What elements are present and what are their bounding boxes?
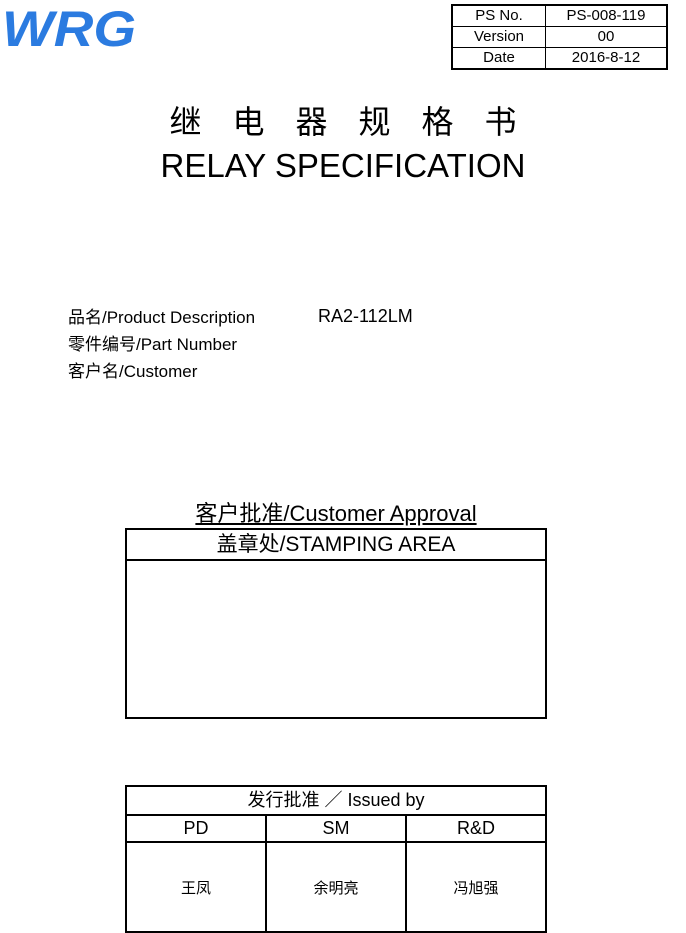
date-value: 2016-8-12 bbox=[545, 47, 668, 70]
ps-no-value: PS-008-119 bbox=[545, 4, 668, 27]
doc-info-row: PS No. PS-008-119 bbox=[451, 4, 668, 27]
doc-info-row: Version 00 bbox=[451, 26, 668, 48]
stamping-area-box: 盖章处/STAMPING AREA bbox=[125, 528, 547, 719]
version-value: 00 bbox=[545, 26, 668, 48]
date-label: Date bbox=[451, 47, 546, 70]
customer-label: 客户名/Customer bbox=[68, 362, 198, 381]
role-pd: PD bbox=[125, 814, 267, 843]
issued-title-row: 发行批准 ／ Issued by bbox=[125, 785, 547, 816]
logo-text: WRG bbox=[2, 4, 136, 50]
stamping-area-label: 盖章处/STAMPING AREA bbox=[127, 530, 545, 561]
wrg-logo: WRG bbox=[2, 4, 136, 50]
issued-roles-row: PD SM R&D bbox=[125, 814, 547, 843]
signer-sm: 余明亮 bbox=[265, 841, 407, 933]
version-label: Version bbox=[451, 26, 546, 48]
part-number-label: 零件编号/Part Number bbox=[68, 335, 238, 354]
doc-info-row: Date 2016-8-12 bbox=[451, 47, 668, 70]
role-sm: SM bbox=[265, 814, 407, 843]
customer-approval-text: 客户批准/Customer Approval bbox=[195, 501, 477, 526]
product-description-label: 品名/Product Description bbox=[68, 308, 256, 327]
customer-approval-title: 客户批准/Customer Approval bbox=[126, 500, 546, 528]
signer-rd: 冯旭强 bbox=[405, 841, 547, 933]
signer-pd: 王凤 bbox=[125, 841, 267, 933]
title-chinese: 继电器规格书 bbox=[169, 104, 548, 140]
title-english: RELAY SPECIFICATION bbox=[160, 147, 526, 184]
product-description-value: RA2-112LM bbox=[318, 306, 413, 326]
ps-no-label: PS No. bbox=[451, 4, 546, 27]
issued-by-title: 发行批准 ／ Issued by bbox=[125, 785, 547, 816]
issued-by-table: 发行批准 ／ Issued by PD SM R&D 王凤 余明亮 冯旭强 bbox=[125, 785, 547, 933]
role-rd: R&D bbox=[405, 814, 547, 843]
issued-names-row: 王凤 余明亮 冯旭强 bbox=[125, 841, 547, 933]
document-info-table: PS No. PS-008-119 Version 00 Date 2016-8… bbox=[451, 4, 668, 70]
